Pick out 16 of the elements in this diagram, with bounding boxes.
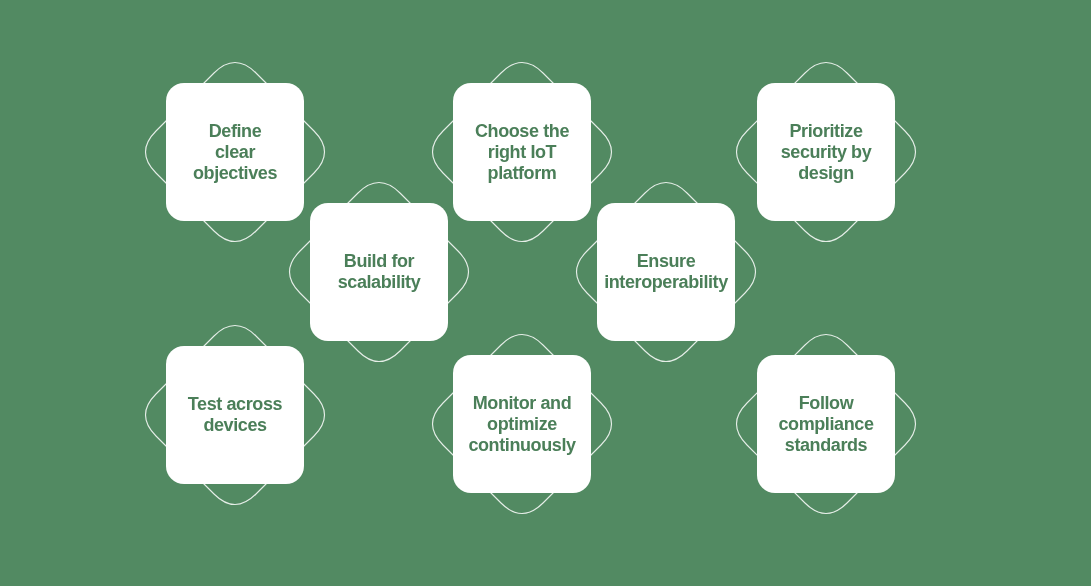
- step-card: [166, 346, 304, 484]
- step-text: Build for scalability: [336, 251, 422, 293]
- step-card: [453, 83, 591, 221]
- step-card: [757, 83, 895, 221]
- step-text: Monitor and optimize continuously: [467, 392, 577, 456]
- step-card: [597, 203, 735, 341]
- step-card: [166, 83, 304, 221]
- step-text: Prioritize security by design: [779, 120, 873, 184]
- step-text: Test across devices: [186, 394, 284, 436]
- step-text: Follow compliance standards: [777, 392, 875, 456]
- step-card: [310, 203, 448, 341]
- step-card: [757, 355, 895, 493]
- step-card: [453, 355, 591, 493]
- step-text: Define clear objectives: [191, 120, 278, 184]
- step-text: Choose the right IoT platform: [474, 120, 570, 184]
- step-text: Ensure interoperability: [603, 251, 729, 293]
